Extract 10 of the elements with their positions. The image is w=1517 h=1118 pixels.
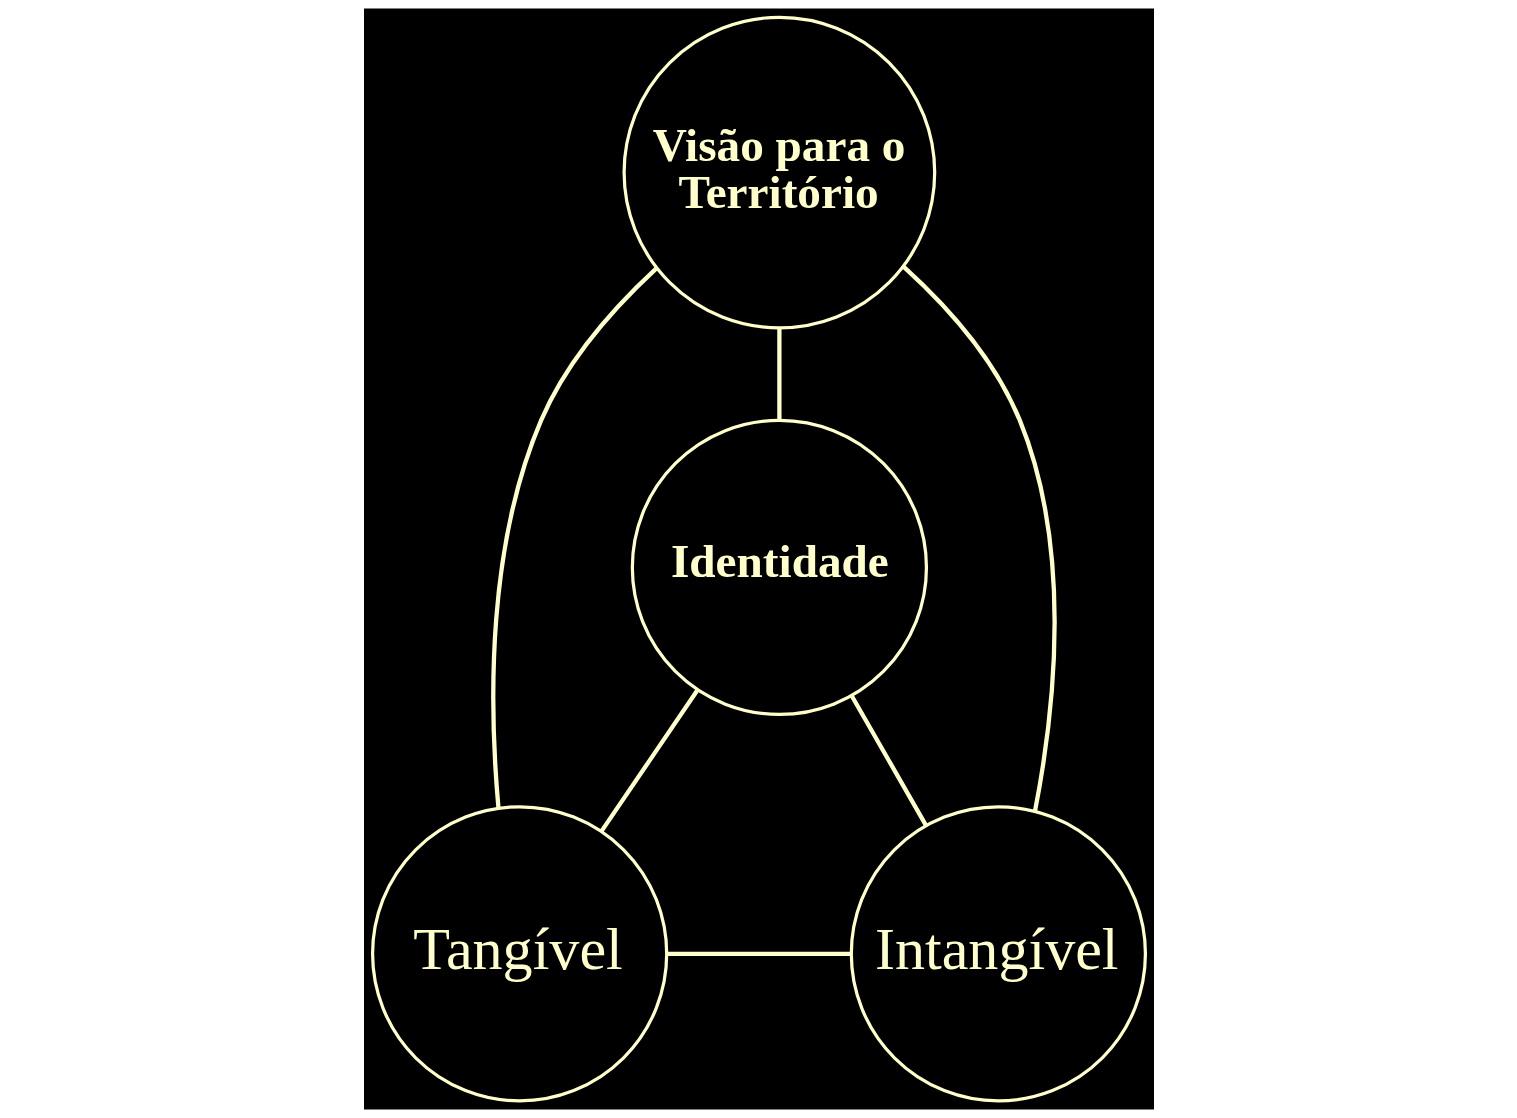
node-circle: Tangível	[370, 805, 668, 1103]
connector	[490, 266, 658, 809]
connector	[901, 265, 1057, 812]
connector	[849, 694, 928, 827]
connector	[776, 328, 782, 420]
connector	[599, 689, 699, 833]
node-circle: Identidade	[630, 418, 928, 717]
node-circle: Intangível	[849, 805, 1147, 1103]
node-circle: Visão para o Território	[622, 15, 936, 330]
connector	[666, 951, 851, 956]
